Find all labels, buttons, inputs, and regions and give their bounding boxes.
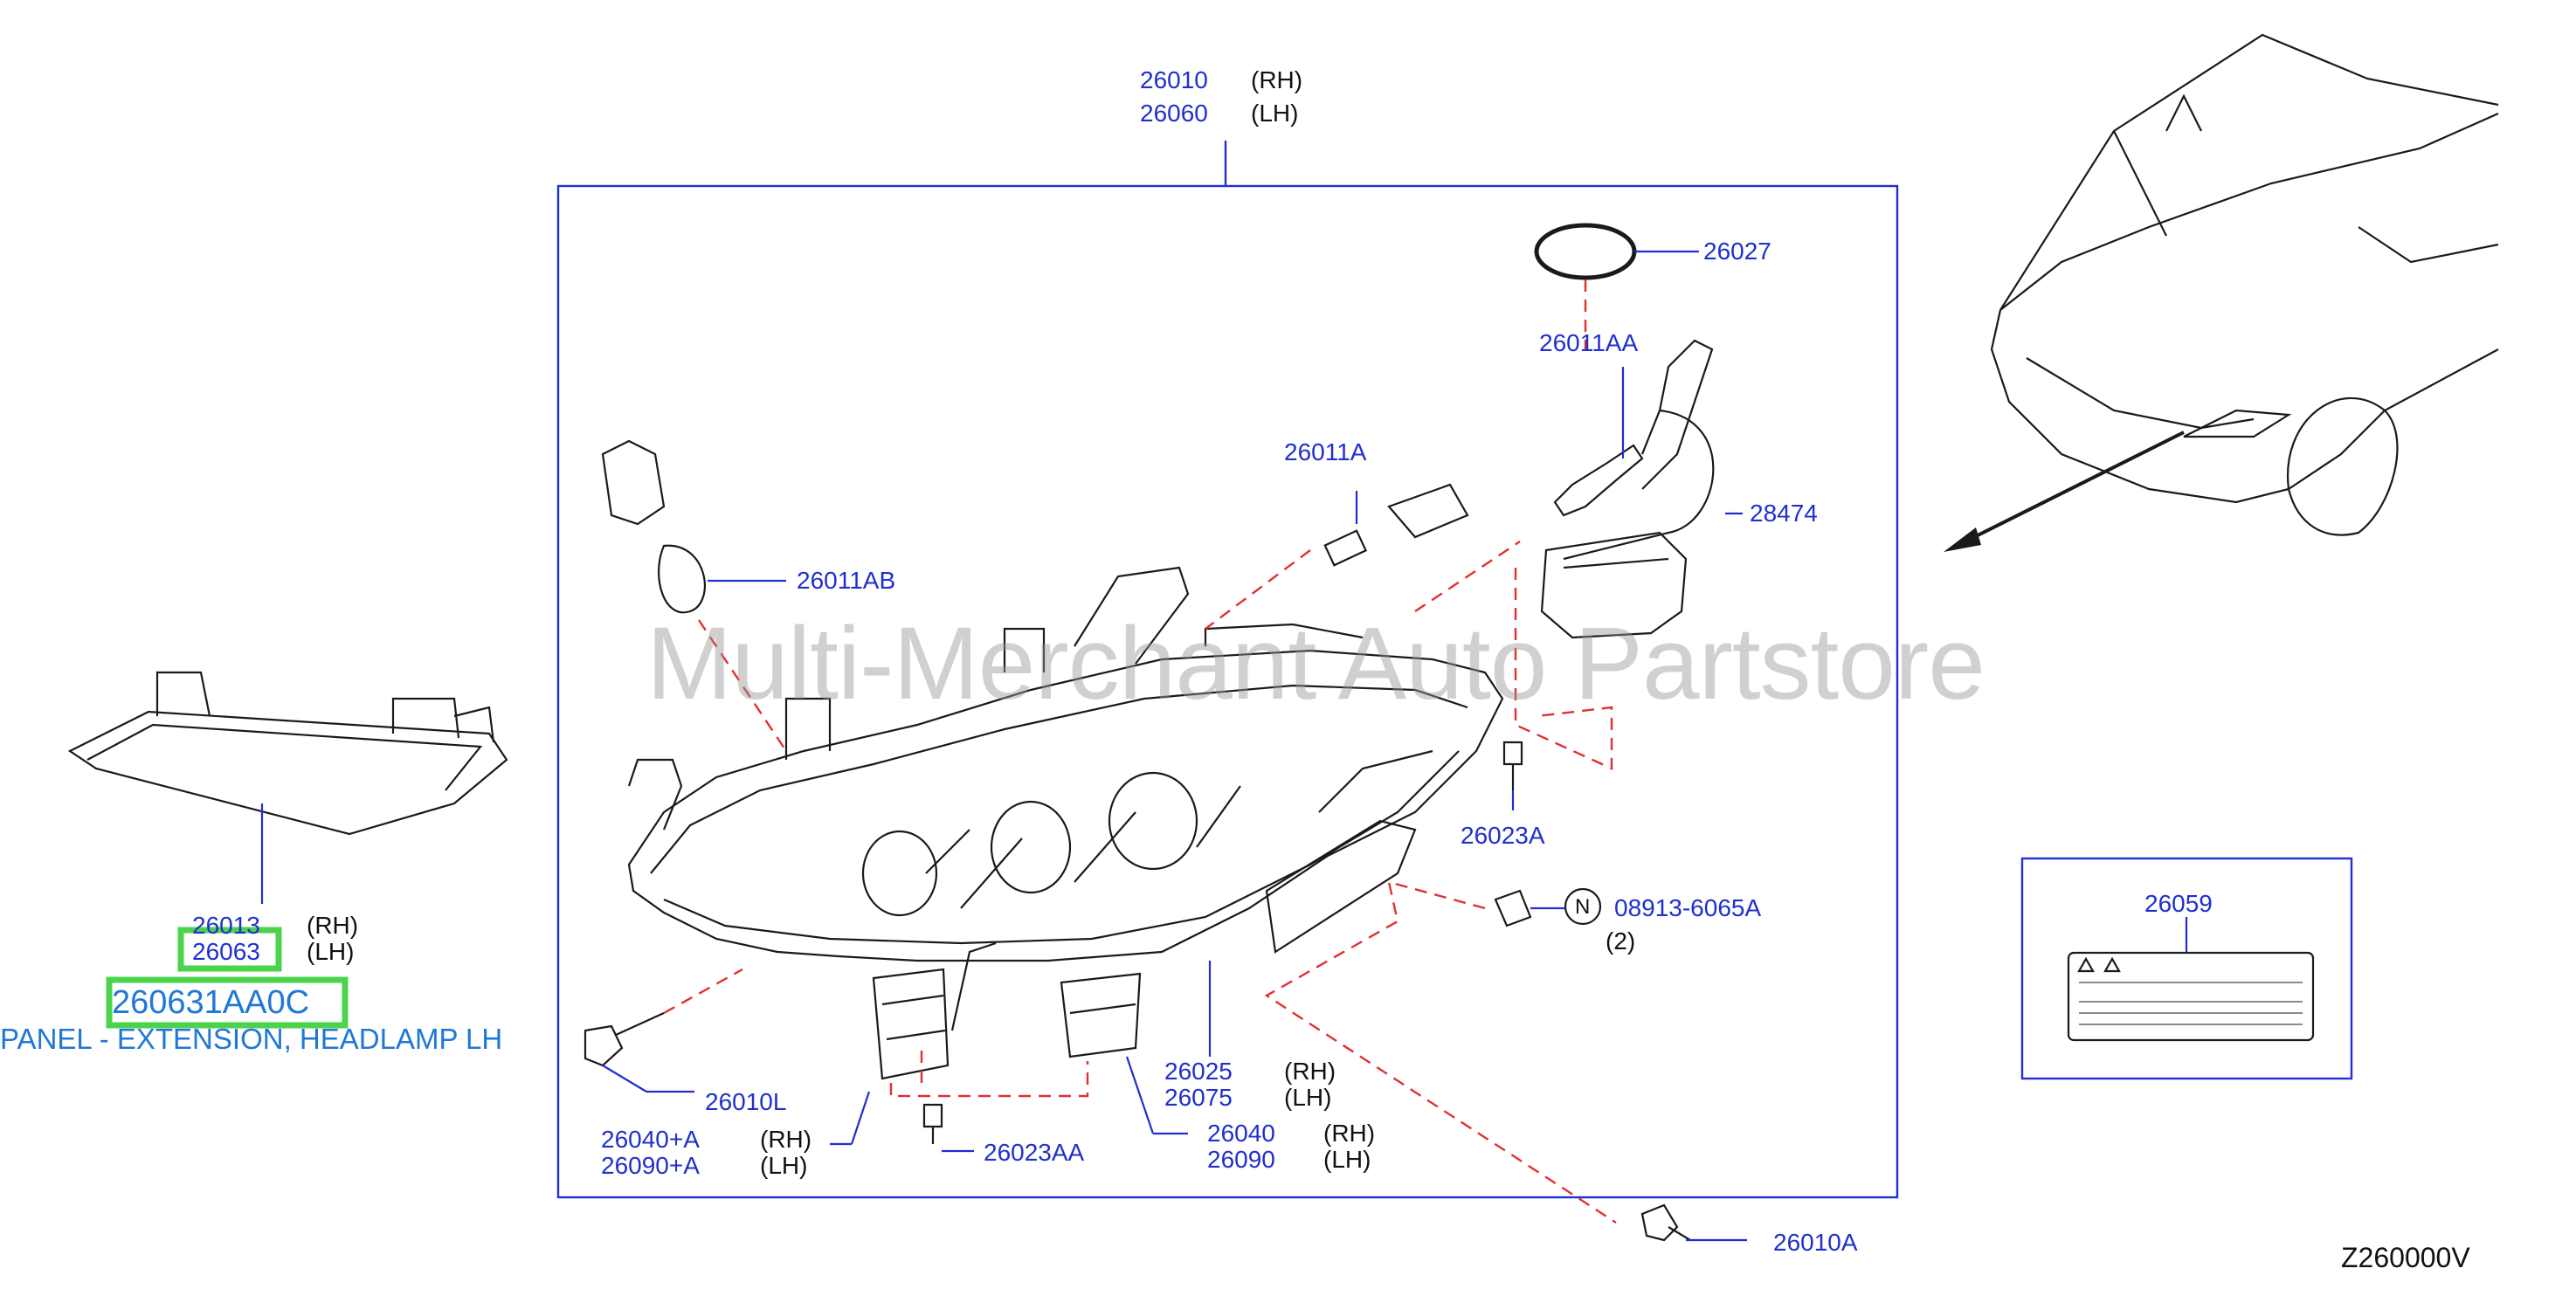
- highlight-box-26063: [177, 927, 282, 972]
- extension-panel-icon[interactable]: [67, 671, 508, 904]
- callout-26023A[interactable]: 26023A: [1461, 822, 1545, 849]
- callout-26090[interactable]: 26090: [1207, 1146, 1275, 1173]
- bulb-icon[interactable]: [1553, 367, 1644, 517]
- callout-26010L[interactable]: 26010L: [705, 1088, 787, 1115]
- callout-26063-side: (LH): [307, 938, 355, 965]
- warning-label-icon[interactable]: [2067, 951, 2315, 1042]
- callout-26060-side: (LH): [1251, 100, 1299, 127]
- part-name: PANEL - EXTENSION, HEADLAMP LH: [0, 1023, 503, 1055]
- label-frame: [2020, 857, 2353, 1080]
- callout-26027[interactable]: 26027: [1703, 238, 1771, 265]
- callout-08913-qty: (2): [1606, 927, 1636, 955]
- callout-26075[interactable]: 26075: [1164, 1084, 1233, 1111]
- callout-26090-side: (LH): [1323, 1146, 1371, 1173]
- headlamp-assembly-icon[interactable]: [627, 566, 1504, 1031]
- callout-26025[interactable]: 26025: [1164, 1058, 1233, 1085]
- watermark: Multi-Merchant Auto Partstore: [646, 606, 1986, 721]
- callout-26010[interactable]: 26010: [1140, 66, 1208, 93]
- callout-26025-side: (RH): [1284, 1058, 1336, 1085]
- callout-26013-side: (RH): [307, 912, 359, 939]
- highlighted-part-number[interactable]: 260631AA0C: [112, 984, 310, 1021]
- vehicle-icon: [1990, 33, 2499, 536]
- screw-icon[interactable]: [1502, 741, 1523, 810]
- callout-26090A-side: (LH): [760, 1152, 808, 1179]
- screw-icon[interactable]: [584, 968, 743, 1093]
- callout-26013[interactable]: 26013: [192, 912, 260, 939]
- callout-08913-symbol: N: [1575, 895, 1591, 919]
- callout-26010A[interactable]: 26010A: [1773, 1229, 1858, 1256]
- clip-icon[interactable]: [1264, 880, 1617, 1224]
- callout-26040A[interactable]: 26040+A: [601, 1126, 700, 1153]
- assembly-frame: [556, 184, 1899, 1199]
- callout-26011AB[interactable]: 26011AB: [797, 567, 896, 594]
- callout-26063[interactable]: 26063: [192, 938, 260, 965]
- screw-icon[interactable]: [1640, 1203, 1747, 1242]
- callout-26023AA[interactable]: 26023AA: [984, 1139, 1085, 1166]
- callout-26040[interactable]: 26040: [1207, 1120, 1275, 1147]
- callout-08913[interactable]: 08913-6065A: [1614, 894, 1762, 921]
- bulb-icon[interactable]: [1205, 483, 1469, 630]
- callout-26075-side: (LH): [1284, 1084, 1332, 1111]
- bracket-icon[interactable]: [1060, 972, 1188, 1135]
- callout-26040-side: (RH): [1323, 1120, 1376, 1147]
- screw-icon[interactable]: [922, 1103, 974, 1153]
- highlight-box-part: [106, 976, 349, 1029]
- o-ring-icon[interactable]: [1534, 223, 1637, 280]
- callout-26011A[interactable]: 26011A: [1284, 438, 1367, 465]
- callout-28474[interactable]: 28474: [1750, 500, 1818, 527]
- callout-26060[interactable]: 26060: [1140, 100, 1208, 127]
- callout-26040A-side: (RH): [760, 1126, 812, 1153]
- direction-arrow-icon: [1944, 431, 2185, 552]
- socket-icon[interactable]: [601, 439, 787, 752]
- bracket-icon[interactable]: [830, 968, 950, 1146]
- callout-26010-side: (RH): [1251, 66, 1303, 93]
- callout-26011AA[interactable]: 26011AA: [1539, 329, 1639, 356]
- callout-26090A[interactable]: 26090+A: [601, 1152, 700, 1179]
- callout-26059[interactable]: 26059: [2144, 890, 2213, 917]
- diagram-code: Z260000V: [2341, 1242, 2470, 1273]
- ballast-icon[interactable]: [1540, 339, 1743, 639]
